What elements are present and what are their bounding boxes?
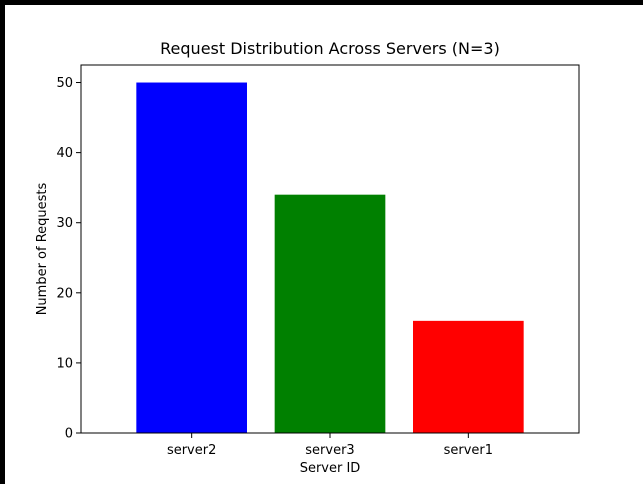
bar-chart: Request Distribution Across Servers (N=3… bbox=[35, 39, 580, 476]
y-tick-label: 10 bbox=[56, 356, 73, 371]
y-axis-ticks: 0 10 20 30 40 50 bbox=[56, 76, 81, 442]
y-axis-label: Number of Requests bbox=[35, 182, 50, 315]
x-axis-ticks: server2 server3 server1 bbox=[167, 433, 493, 458]
bars-group bbox=[136, 82, 524, 434]
y-tick-label: 20 bbox=[56, 286, 73, 301]
y-tick-label: 0 bbox=[65, 427, 73, 442]
y-tick-label: 40 bbox=[56, 146, 73, 161]
bar-server1 bbox=[413, 320, 524, 433]
x-axis-label: Server ID bbox=[300, 461, 361, 476]
chart-figure: Request Distribution Across Servers (N=3… bbox=[5, 5, 643, 484]
chart-title: Request Distribution Across Servers (N=3… bbox=[160, 39, 500, 58]
bar-server3 bbox=[274, 194, 386, 433]
x-tick-label-server3: server3 bbox=[305, 443, 354, 458]
bar-server2 bbox=[136, 82, 247, 434]
y-tick-label: 30 bbox=[56, 216, 73, 231]
y-tick-label: 50 bbox=[56, 76, 73, 91]
x-tick-label-server2: server2 bbox=[167, 443, 216, 458]
x-tick-label-server1: server1 bbox=[444, 443, 493, 458]
